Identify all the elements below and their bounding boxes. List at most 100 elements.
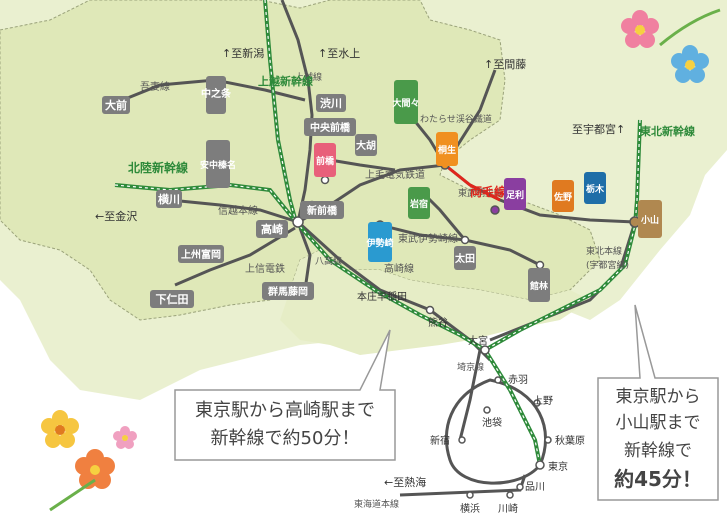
station-ikebukuro: 池袋 [482,416,502,429]
station-ota: 太田 [454,252,475,265]
dot-ashikaga [490,205,500,215]
station-naganohara: 大前 [105,98,127,112]
line-watarase: わたらせ渓谷鐵道 [420,113,492,125]
rail-jomo [329,158,396,172]
line-tobu-kiryu: 東武桐生線 [458,187,503,199]
line-saikyo: 埼京線 [457,361,484,373]
line-agatsuma: 吾妻線 [140,80,170,93]
gray-station-boxes: 大前 中之条 渋川 中央前橋 大胡 安中榛名 横川 新前橋 高崎 上州富岡 下仁… [102,76,550,308]
station-sano: 佐野 [553,191,572,203]
dot-ueno [533,399,541,407]
rail-hachiko [298,227,312,291]
station-omiya: 大宮 [468,334,488,347]
station-kumagaya: 熊谷 [428,316,448,329]
station-tatebayashi: 館林 [529,280,549,292]
callout-takasaki-line2: 新幹線で約50分！ [211,428,360,449]
callout-oyama-line3: 新幹線で [624,440,692,461]
line-takasaki: 高崎線 [384,262,414,275]
label-tohoku-shinkansen: 東北新幹線 [640,124,695,138]
flower-decoration-top [621,8,721,83]
line-utsunomiya: (宇都宮線) [586,259,629,271]
station-shibukawa: 渋川 [320,96,342,110]
label-hokuriku-shinkansen: 北陸新幹線 [128,160,188,175]
rail-joetsu [280,0,314,223]
station-nakanojo: 中之条 [201,87,232,100]
line-tokaido: 東海道本線 [354,498,399,510]
station-ogo: 大胡 [356,139,376,152]
line-joshin: 上信電鉄 [245,262,285,275]
shinkansen-labels: 上越新幹線 北陸新幹線 東北新幹線 [128,74,695,175]
station-yokohama: 横浜 [460,502,480,515]
dot-takasaki [292,216,304,228]
line-tobu-isesaki: 東武伊勢崎線 [398,232,458,245]
callout-oyama: 東京駅から 小山駅まで 新幹線で 約45分！ [597,304,719,501]
plain-station-labels: 本庄早稲田 熊谷 大宮 赤羽 上野 池袋 新宿 秋葉原 東京 品川 横浜 川崎 [357,290,585,515]
station-joshu-tomioka: 上州富岡 [181,248,221,261]
rail-saikyo [458,349,482,441]
station-chuo-maebashi: 中央前橋 [310,121,351,134]
ryomo-line-highlight [444,163,501,202]
station-yokokawa: 横川 [158,192,180,206]
callout-oyama-line4: 約45分！ [614,467,702,491]
label-to-mamizo: ↑至間藤 [484,58,526,71]
line-jomo: 上毛電気鉄道 [365,168,425,181]
station-tochigi: 栃木 [586,183,605,195]
label-to-atami: ←至熱海 [384,475,426,489]
flower-decoration-bottom [41,410,137,512]
direction-labels: ↑至新潟 ↑至水上 ↑至間藤 至宇都宮↑ ←至金沢 ←至熱海 [95,46,625,489]
dot-ikebukuro [483,406,491,414]
line-shinetsu: 信越本線 [218,204,258,217]
dot-shinagawa [516,483,524,491]
station-kawasaki: 川崎 [498,502,518,515]
callout-oyama-line2: 小山駅まで [616,413,701,433]
rail-joshin [174,226,296,287]
station-gunma-fujioka: 群馬藤岡 [268,285,308,298]
station-takasaki: 高崎 [261,222,283,236]
callout-takasaki-line1: 東京駅から高崎駅まで [195,400,375,421]
station-shin-maebashi: 新前橋 [307,204,338,217]
line-labels: 吾妻線 信越本線 上毛電気鉄道 上信電鉄 東武伊勢崎線 高崎線 東海道本線 東北… [140,71,629,510]
line-tohoku-main: 東北本線 [586,245,622,257]
rail-yamanote [444,378,548,485]
colored-station-boxes: 前橋 大間々 桐生 岩宿 伊勢崎 足利 佐野 栃木 小山 [314,80,662,262]
station-shinagawa: 品川 [525,481,545,493]
label-to-niigata: ↑至新潟 [222,46,264,60]
dot-shinjuku [458,436,466,444]
station-isesaki: 伊勢崎 [365,237,393,249]
station-omama: 大間々 [392,97,419,109]
dot-omiya [480,345,490,355]
line-joetsu: 上越線 [295,71,322,83]
dot-ota [460,235,470,245]
callout-oyama-line1: 東京駅から [616,387,701,407]
station-honjo-waseda-label: 本庄早稲田 [357,290,407,303]
rail-shinetsu [169,198,299,224]
station-ashikaga: 足利 [506,189,524,201]
station-shinjuku: 新宿 [430,434,450,447]
station-oyama: 小山 [640,214,659,226]
station-ueno: 上野 [533,395,553,407]
dot-akabane [494,376,502,384]
label-to-minakami: ↑至水上 [318,47,360,60]
station-akihabara: 秋葉原 [555,434,585,447]
dot-tatebayashi [535,260,545,270]
station-iwajuku: 岩宿 [409,198,428,210]
station-tokyo: 東京 [548,460,568,473]
station-maebashi: 前橋 [316,155,335,167]
station-annaka-haruna: 安中榛名 [200,159,236,171]
station-kiryu: 桐生 [438,144,456,156]
dot-kawasaki [506,491,514,499]
label-ryomo-line: 両毛線 [470,184,506,199]
dot-kumagaya [425,305,435,315]
line-hachiko: 八高線 [315,255,342,267]
dot-maebashi [320,175,330,185]
land-gunma [0,0,601,321]
station-shimonita: 下仁田 [156,292,189,306]
dot-tokyo [535,460,545,470]
callout-takasaki: 東京駅から高崎駅まで 新幹線で約50分！ [174,329,396,461]
station-akabane: 赤羽 [508,374,528,386]
label-joetsu-shinkansen: 上越新幹線 [258,74,313,88]
dot-yokohama [466,491,474,499]
dot-akihabara [544,436,552,444]
